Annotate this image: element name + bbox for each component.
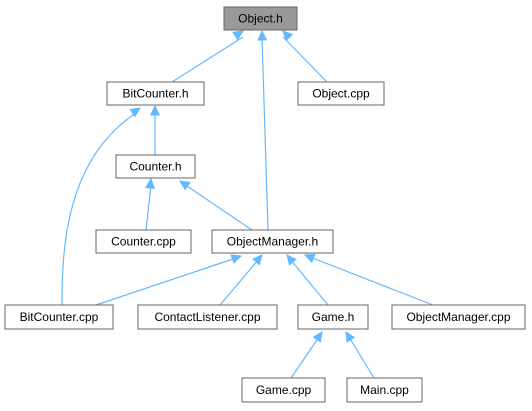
node-object-cpp-label: Object.cpp (312, 87, 370, 101)
edge-arrowhead (286, 254, 297, 266)
edge-arrowhead (230, 254, 243, 264)
node-counter-cpp[interactable]: Counter.cpp (95, 229, 192, 254)
node-bitcounter-cpp[interactable]: BitCounter.cpp (4, 304, 114, 330)
edge-arrowhead (150, 104, 160, 116)
node-game-cpp-label: Game.cpp (256, 383, 312, 397)
node-object-h[interactable]: Object.h (223, 6, 298, 31)
edge-line (61, 112, 137, 306)
edge-counter-cpp-to-counter-h (144, 177, 155, 231)
edge-arrowhead (232, 30, 245, 41)
graph-nodes: Object.h BitCounter.h Object.cpp Counter… (4, 6, 526, 403)
node-contactlistener-cpp-label: ContactListener.cpp (154, 310, 260, 324)
node-counter-cpp-label: Counter.cpp (111, 235, 176, 249)
node-bitcounter-h[interactable]: BitCounter.h (106, 81, 205, 106)
node-counter-h[interactable]: Counter.h (115, 154, 196, 179)
edge-game-cpp-to-game-h (290, 331, 323, 379)
edge-counter-h-to-bitcounter-h (150, 104, 160, 155)
edge-arrowhead (312, 331, 323, 343)
edge-line (183, 183, 253, 231)
edge-arrowhead (257, 29, 268, 41)
edge-bitcounter-cpp-to-objectmanager-h (95, 254, 243, 306)
edge-line (289, 258, 329, 306)
graph-edges (61, 29, 434, 379)
node-object-h-label: Object.h (238, 12, 283, 26)
edge-arrowhead (303, 253, 316, 264)
node-main-cpp-label: Main.cpp (360, 383, 409, 397)
edge-main-cpp-to-game-h (345, 330, 375, 379)
edge-line (171, 36, 244, 83)
edge-arrowhead (252, 254, 263, 266)
node-main-cpp[interactable]: Main.cpp (346, 377, 423, 403)
node-counter-h-label: Counter.h (129, 160, 181, 174)
node-objectmanager-cpp[interactable]: ObjectManager.cpp (391, 304, 526, 330)
node-objectmanager-cpp-label: ObjectManager.cpp (406, 310, 510, 324)
edge-objectmanager-cpp-to-objectmanager-h (303, 253, 434, 306)
edge-line (348, 336, 375, 379)
edge-line (261, 36, 269, 231)
node-bitcounter-cpp-label: BitCounter.cpp (20, 310, 99, 324)
edge-line (219, 258, 260, 306)
node-game-h-label: Game.h (312, 310, 355, 324)
edge-contactlistener-cpp-to-objectmanager-h (219, 254, 263, 306)
edge-game-h-to-objectmanager-h (286, 254, 329, 306)
node-objectmanager-h[interactable]: ObjectManager.h (211, 229, 334, 254)
node-objectmanager-h-label: ObjectManager.h (227, 235, 318, 249)
edge-arrowhead (345, 330, 356, 343)
node-contactlistener-cpp[interactable]: ContactListener.cpp (137, 304, 278, 330)
edge-arrowhead (144, 177, 155, 189)
node-game-h[interactable]: Game.h (297, 304, 369, 330)
edge-arrowhead (179, 180, 191, 191)
edge-line (145, 184, 152, 231)
edge-bitcounter-h-to-object-h (171, 30, 245, 83)
edge-line (95, 257, 237, 306)
edge-bitcounter-cpp-to-bitcounter-h (61, 107, 141, 306)
node-game-cpp[interactable]: Game.cpp (241, 377, 326, 403)
edge-line (290, 336, 320, 379)
edge-arrowhead (129, 107, 141, 118)
edge-object-cpp-to-object-h (282, 30, 328, 83)
node-bitcounter-h-label: BitCounter.h (122, 87, 188, 101)
edge-line (309, 256, 434, 306)
edge-line (282, 36, 328, 83)
edge-objectmanager-h-to-counter-h (179, 180, 253, 231)
edge-arrowhead (282, 30, 294, 42)
node-object-cpp[interactable]: Object.cpp (297, 81, 385, 106)
edge-objectmanager-h-to-object-h (257, 29, 269, 231)
